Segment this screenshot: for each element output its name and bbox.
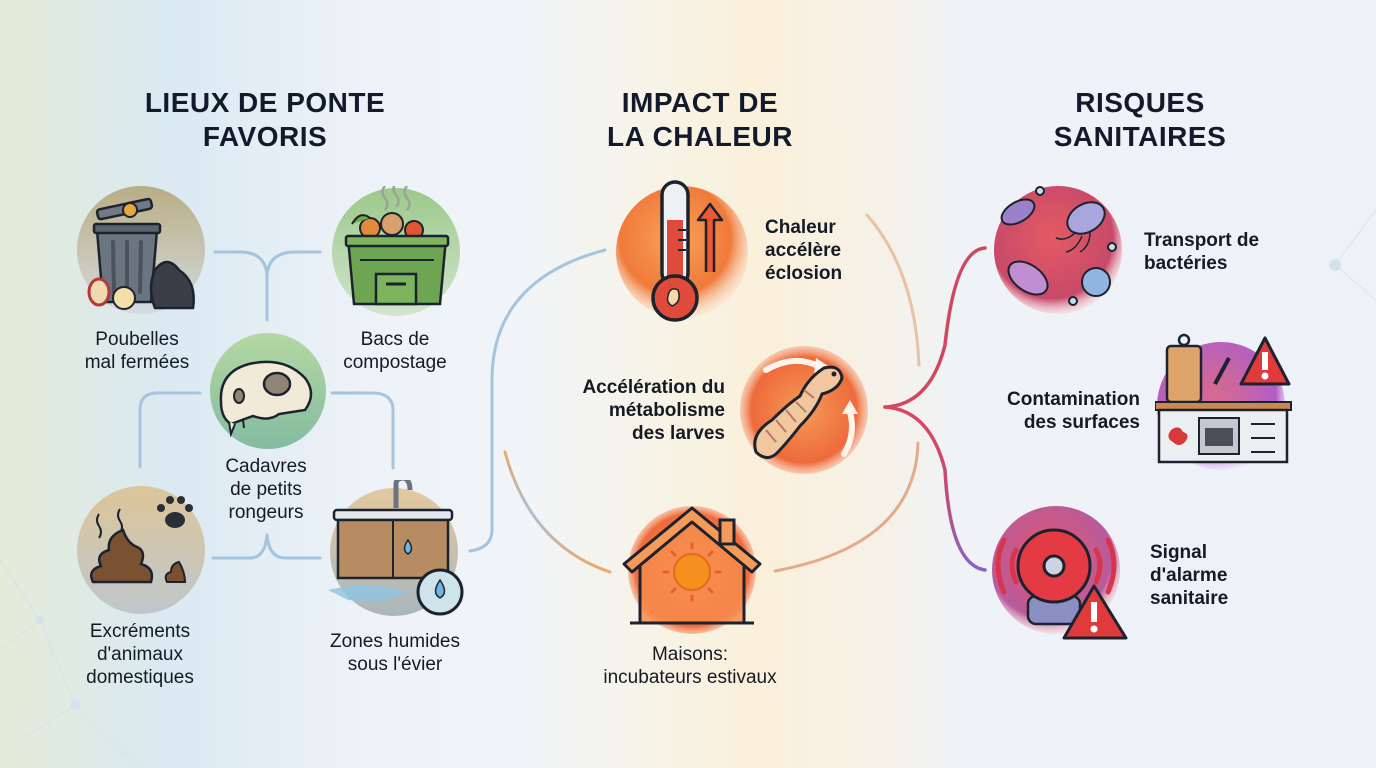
thermometer-icon	[612, 180, 752, 322]
label-cadavres: Cadavres de petits rongeurs	[225, 456, 307, 523]
label-excrements: Excréments d'animaux domestiques	[86, 621, 194, 688]
label-alarme: Signal d'alarme sanitaire	[1150, 542, 1229, 609]
label-contamination: Contamination des surfaces	[1007, 389, 1140, 433]
hot-house-icon	[620, 500, 762, 635]
bacteria-icon	[992, 182, 1128, 318]
label-metabolisme: Accélération du métabolisme des larves	[582, 377, 725, 444]
label-zones-humides: Zones humides sous l'évier	[330, 631, 460, 675]
trash-can-icon	[75, 182, 207, 314]
section-title-chaleur: IMPACT DE LA CHALEUR	[607, 87, 793, 152]
label-compostage: Bacs de compostage	[343, 329, 447, 373]
label-chaleur-eclosion: Chaleur accélère éclosion	[765, 217, 843, 284]
label-maisons: Maisons: incubateurs estivaux	[603, 644, 777, 688]
section-title-lieux: LIEUX DE PONTE FAVORIS	[144, 87, 386, 152]
skull-icon	[209, 332, 327, 450]
compost-bin-icon	[330, 186, 462, 318]
alarm-bell-icon	[990, 504, 1130, 640]
sink-leak-icon	[328, 480, 468, 620]
label-bacteries: Transport de bactéries	[1144, 230, 1260, 274]
larva-icon	[738, 344, 874, 480]
excrement-icon	[75, 484, 207, 616]
section-title-risques: RISQUES SANITAIRES	[1053, 87, 1227, 152]
label-poubelles: Poubelles mal fermées	[84, 329, 190, 373]
kitchen-warning-icon	[1155, 332, 1300, 472]
